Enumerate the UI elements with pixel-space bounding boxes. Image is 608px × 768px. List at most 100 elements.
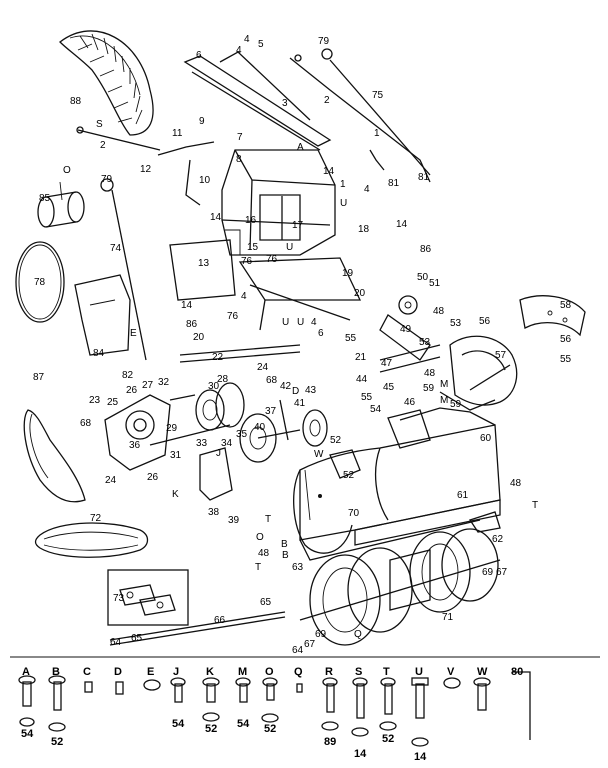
callout-24: 24: [105, 475, 117, 486]
callout-52: 52: [330, 435, 342, 446]
callout-55: 55: [361, 392, 373, 403]
callout-9: 9: [199, 116, 205, 127]
callout-62: 62: [492, 534, 504, 545]
callout-65: 65: [260, 597, 272, 608]
hardware-washer-J: 54: [172, 718, 185, 730]
callout-86: 86: [186, 319, 198, 330]
hardware-letter-O: O: [265, 666, 274, 678]
callout-48: 48: [258, 548, 270, 559]
callout-53: 53: [419, 337, 431, 348]
hardware-letter-80: 80: [511, 666, 523, 678]
callout-14: 14: [210, 212, 222, 223]
callout-42: 42: [280, 381, 292, 392]
callout-B: B: [281, 539, 288, 550]
hardware-washer-R: 89: [324, 736, 336, 748]
callout-26: 26: [147, 472, 159, 483]
callout-48: 48: [510, 478, 522, 489]
callout-2: 2: [324, 95, 330, 106]
callout-O: O: [256, 532, 264, 543]
callout-1: 1: [374, 128, 380, 139]
callout-M: M: [440, 379, 448, 390]
callout-55: 55: [560, 354, 572, 365]
callout-O: O: [63, 165, 71, 176]
callout-14: 14: [181, 300, 193, 311]
callout-38: 38: [208, 507, 220, 518]
callout-37: 37: [265, 406, 277, 417]
callout-76: 76: [266, 254, 278, 265]
hardware-letter-T: T: [383, 666, 390, 678]
callout-47: 47: [381, 358, 393, 369]
callout-55: 55: [345, 333, 357, 344]
callout-10: 10: [199, 175, 211, 186]
callout-70: 70: [348, 508, 360, 519]
callout-6: 6: [318, 328, 324, 339]
callout-59: 59: [423, 383, 435, 394]
callout-79: 79: [318, 36, 330, 47]
callout-45: 45: [383, 382, 395, 393]
callout-11: 11: [172, 128, 183, 139]
callout-28: 28: [217, 374, 229, 385]
callout-59: 59: [450, 399, 462, 410]
callout-27: 27: [142, 380, 154, 391]
callout-16: 16: [245, 215, 257, 226]
callout-54: 54: [370, 404, 382, 415]
callout-T: T: [532, 500, 538, 511]
callout-60: 60: [480, 433, 492, 444]
callout-85: 85: [39, 193, 51, 204]
callout-65: 65: [131, 633, 143, 644]
callout-4: 4: [364, 184, 370, 195]
callout-4: 4: [236, 45, 242, 56]
hardware-icons: [18, 671, 531, 747]
callout-U: U: [340, 198, 347, 209]
callout-4: 4: [311, 317, 317, 328]
hardware-letter-K: K: [206, 666, 214, 678]
callout-Q: Q: [354, 629, 362, 640]
callout-66: 66: [214, 615, 226, 626]
callout-58: 58: [560, 300, 572, 311]
callout-41: 41: [294, 398, 306, 409]
hardware-letter-B: B: [52, 666, 60, 678]
callout-31: 31: [170, 450, 182, 461]
hardware-washer-O: 52: [264, 723, 276, 735]
callout-18: 18: [358, 224, 370, 235]
callout-14: 14: [396, 219, 408, 230]
callout-56: 56: [560, 334, 572, 345]
callout-S: S: [96, 119, 103, 130]
callout-52: 52: [343, 470, 355, 481]
hardware-letter-U: U: [415, 666, 423, 678]
callout-17: 17: [292, 220, 304, 231]
callout-D: D: [292, 386, 299, 397]
callout-29: 29: [166, 423, 178, 434]
callout-39: 39: [228, 515, 240, 526]
callout-68: 68: [80, 418, 92, 429]
callout-K: K: [172, 489, 179, 500]
callout-63: 63: [292, 562, 304, 573]
callout-68: 68: [266, 375, 278, 386]
callout-21: 21: [355, 352, 367, 363]
callout-2: 2: [100, 140, 106, 151]
callout-33: 33: [196, 438, 208, 449]
hardware-washer-A: 54: [21, 728, 34, 740]
callout-81: 81: [388, 178, 400, 189]
callout-74: 74: [110, 243, 122, 254]
callout-7: 7: [237, 132, 243, 143]
callout-61: 61: [457, 490, 469, 501]
callout-36: 36: [129, 440, 141, 451]
callout-20: 20: [354, 288, 366, 299]
callout-64: 64: [110, 637, 122, 648]
hardware-washer-K: 52: [205, 723, 217, 735]
hardware-letter-Q: Q: [294, 666, 303, 678]
callout-81: 81: [418, 172, 430, 183]
callout-73: 73: [113, 593, 125, 604]
callout-49: 49: [400, 324, 412, 335]
hardware-washer-T: 52: [382, 733, 394, 745]
callout-5: 5: [258, 39, 264, 50]
callout-12: 12: [140, 164, 152, 175]
callout-67: 67: [304, 639, 316, 650]
callout-51: 51: [429, 278, 441, 289]
tire-88: [59, 30, 154, 136]
callout-79: 79: [101, 174, 113, 185]
